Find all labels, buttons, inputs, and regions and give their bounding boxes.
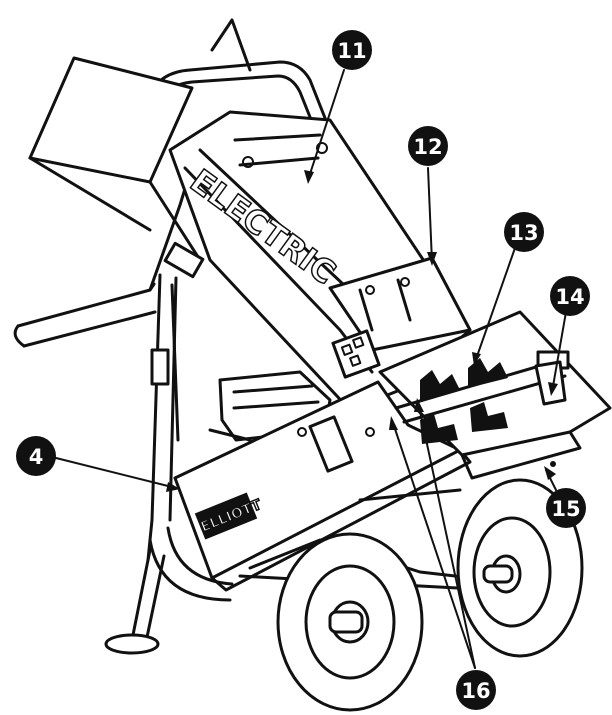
- roller-blades: [420, 358, 508, 444]
- callout-12: 12: [408, 126, 448, 166]
- callout-15-label: 15: [551, 497, 580, 521]
- front-stand: [104, 273, 234, 655]
- feed-tray: [378, 310, 612, 480]
- callout-13-label: 13: [509, 221, 538, 245]
- discharge-chute: [28, 56, 202, 262]
- callout-11: 11: [332, 30, 372, 70]
- callout-13: 13: [504, 212, 544, 252]
- leader-lines: [55, 69, 567, 669]
- wheel-right: [456, 478, 584, 658]
- callout-12-label: 12: [413, 135, 442, 159]
- callout-4-label: 4: [29, 445, 44, 469]
- callout-4: 4: [16, 436, 56, 476]
- callout-16: 16: [456, 670, 496, 710]
- callout-16-label: 16: [461, 679, 490, 703]
- callout-14-label: 14: [555, 285, 584, 309]
- wheel-left: [276, 532, 424, 712]
- callout-14: 14: [550, 276, 590, 316]
- callout-15: 15: [546, 488, 586, 528]
- callout-11-label: 11: [337, 39, 366, 63]
